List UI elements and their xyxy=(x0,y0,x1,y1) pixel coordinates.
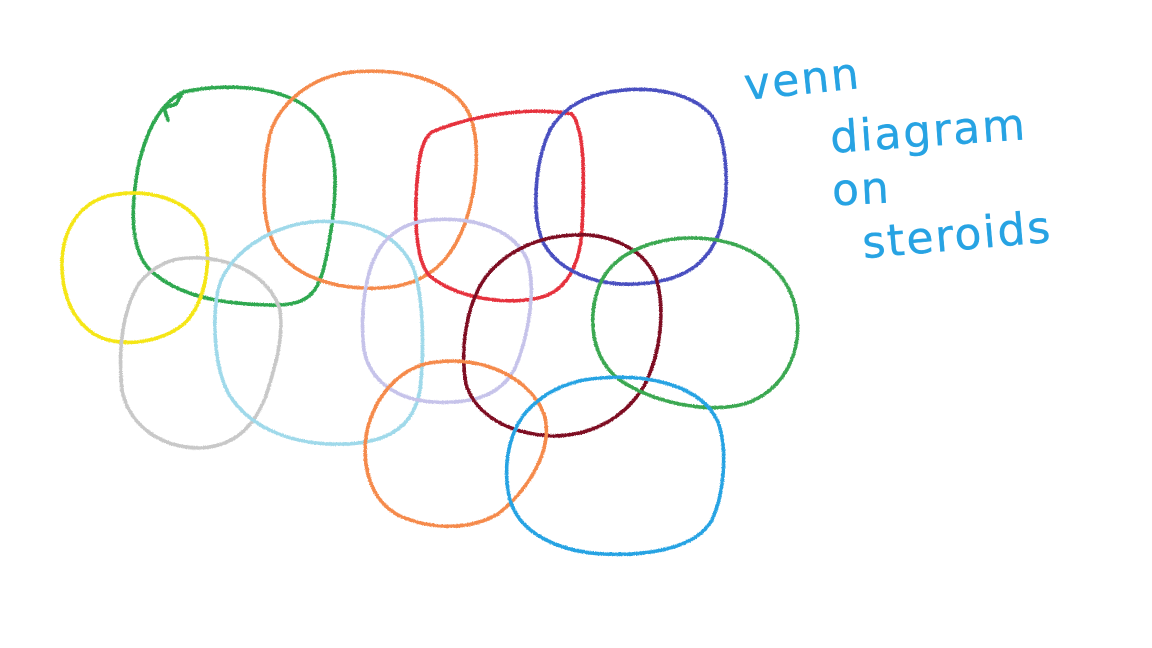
green-circle-2 xyxy=(590,236,800,410)
yellow-circle xyxy=(60,191,210,345)
sky-blue-circle xyxy=(504,375,726,557)
orange-circle-2 xyxy=(363,359,549,529)
lavender-circle xyxy=(360,217,534,405)
caption-line-venn: venn xyxy=(741,48,864,111)
orange-circle-1 xyxy=(262,69,479,290)
red-circle xyxy=(414,109,586,303)
dark-red-circle xyxy=(461,233,663,438)
gray-circle xyxy=(118,256,283,450)
blue-circle xyxy=(534,87,728,286)
green-circle-1 xyxy=(131,85,337,307)
caption-line-diagram: diagram xyxy=(828,99,1029,164)
caption-line-on: on xyxy=(830,162,893,217)
light-blue-circle xyxy=(213,219,425,446)
